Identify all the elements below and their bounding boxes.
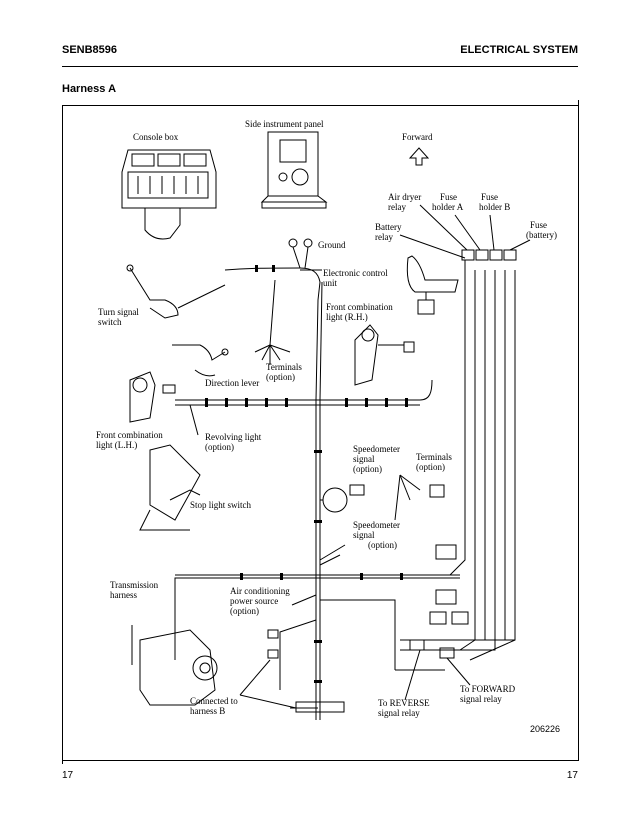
forward-arrow: [408, 147, 430, 166]
label-front-combination-light-lh: Front combination: [96, 430, 163, 440]
turn-signal-switch-illustration: [126, 264, 226, 319]
label-side-instrument-panel: Side instrument panel: [245, 119, 324, 129]
label-speedometer-signal: (option): [353, 464, 382, 474]
label-terminals-option-2: (option): [416, 462, 445, 472]
label-speedometer-signal: signal: [353, 454, 375, 464]
label-turn-signal-switch: switch: [98, 317, 122, 327]
label-fuse-holder-b: holder B: [479, 202, 510, 212]
label-battery-relay: relay: [375, 232, 393, 242]
label-air-conditioning-power-source: power source: [230, 596, 278, 606]
side-instrument-panel-illustration: [260, 131, 328, 209]
label-air-dryer-relay: Air dryer: [388, 192, 421, 202]
label-speedometer-signal-2: signal: [353, 530, 375, 540]
label-air-conditioning-power-source: (option): [230, 606, 259, 616]
label-terminals-option: (option): [266, 372, 295, 382]
label-air-conditioning-power-source: Air conditioning: [230, 586, 290, 596]
label-air-dryer-relay: relay: [388, 202, 406, 212]
label-forward: Forward: [402, 132, 433, 142]
speedometer-signal-1: [320, 484, 365, 513]
label-turn-signal-switch: Turn signal: [98, 307, 139, 317]
page-number-right: 17: [566, 770, 578, 781]
label-speedometer-signal: Speedometer: [353, 444, 400, 454]
seat-illustration: [406, 255, 459, 315]
label-to-reverse-signal-relay: To REVERSE: [378, 698, 430, 708]
diagram-frame: [62, 105, 579, 761]
label-to-forward-signal-relay: To FORWARD: [460, 684, 516, 694]
frame-tick: [62, 748, 63, 764]
revolving-light-wire: [189, 404, 199, 436]
harness-trunk: [174, 267, 460, 720]
air-conditioning-wire: [291, 594, 317, 606]
label-fuse-holder-a: Fuse: [440, 192, 457, 202]
label-terminals-option: Terminals: [266, 362, 302, 372]
console-box-illustration: [121, 149, 217, 240]
document-id: SENB8596: [62, 44, 118, 56]
label-to-forward-signal-relay: signal relay: [460, 694, 502, 704]
battery-feed-wires: [400, 260, 516, 661]
label-connected-to-harness-b: Connected to: [190, 696, 238, 706]
terminals-option-wires: [254, 279, 291, 365]
label-stop-light-switch: Stop light switch: [190, 500, 252, 510]
label-connected-to-harness-b: harness B: [190, 706, 225, 716]
label-revolving-light: Revolving light: [205, 432, 262, 442]
label-revolving-light: (option): [205, 442, 234, 452]
transmission-illustration: [131, 590, 218, 706]
label-transmission-harness: harness: [110, 590, 137, 600]
label-front-combination-light-rh: light (R.H.): [326, 312, 368, 322]
harness-b-connectors: [239, 629, 345, 713]
label-electronic-control-unit: unit: [323, 278, 338, 288]
harness-clip-markers: [205, 265, 408, 683]
label-electronic-control-unit: Electronic control: [323, 268, 388, 278]
label-transmission-harness: Transmission: [110, 580, 159, 590]
ground-terminals: [288, 238, 313, 269]
direction-lever-illustration: [172, 344, 229, 377]
label-front-combination-light-lh: light (L.H.): [96, 440, 137, 450]
page-number-left: 17: [62, 770, 74, 781]
label-console-box: Console box: [133, 132, 179, 142]
label-fuse-holder-b: Fuse: [481, 192, 498, 202]
speedometer-signal-2: [319, 544, 346, 566]
fuse-holder-block: [399, 204, 531, 261]
label-to-reverse-signal-relay: signal relay: [378, 708, 420, 718]
figure-number: 206226: [530, 724, 560, 734]
label-speedometer-signal-2: Speedometer: [353, 520, 400, 530]
section-title: Harness A: [62, 83, 117, 95]
frame-tick: [578, 100, 579, 108]
label-terminals-option-2: Terminals: [416, 452, 452, 462]
label-direction-lever: Direction lever: [205, 378, 259, 388]
label-speedometer-signal-2: (option): [368, 540, 397, 550]
label-fuse-battery: (battery): [526, 230, 557, 240]
label-front-combination-light-rh: Front combination: [326, 302, 393, 312]
front-combination-light-lh: [129, 371, 176, 423]
label-fuse-battery: Fuse: [530, 220, 547, 230]
relay-cluster: [404, 544, 471, 701]
terminals-option-2-wires: [394, 474, 445, 521]
stop-light-switch-pedal: [139, 444, 201, 531]
label-battery-relay: Battery: [375, 222, 402, 232]
chapter-title: ELECTRICAL SYSTEM: [460, 44, 578, 56]
label-ground: Ground: [318, 240, 346, 250]
label-fuse-holder-a: holder A: [432, 202, 464, 212]
front-combination-light-rh: [354, 324, 415, 386]
header-rule: [62, 66, 578, 67]
